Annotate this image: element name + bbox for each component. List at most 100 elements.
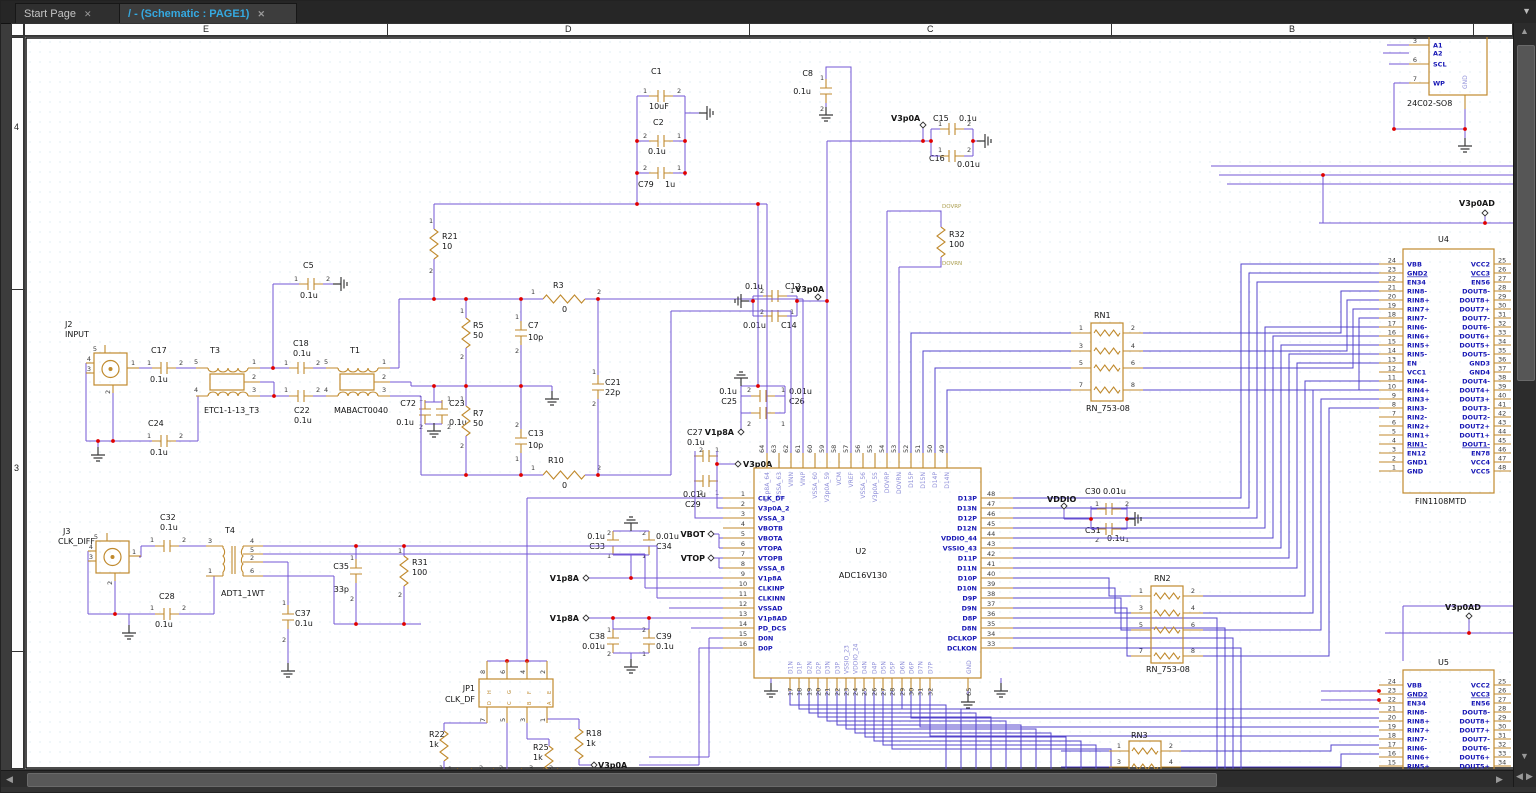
vertical-scroll-thumb[interactable]	[1517, 45, 1535, 381]
wire[interactable]	[1013, 607, 1131, 657]
wire[interactable]	[1013, 617, 1218, 769]
wire[interactable]	[1203, 380, 1379, 597]
wire[interactable]	[1141, 308, 1379, 369]
wire[interactable]	[798, 691, 962, 769]
component-body[interactable]	[209, 373, 245, 391]
wire[interactable]	[434, 203, 768, 453]
horizontal-scroll-thumb[interactable]	[27, 773, 1217, 787]
component-body[interactable]	[1402, 248, 1495, 494]
component-body[interactable]	[339, 373, 375, 391]
wire[interactable]	[901, 691, 1379, 710]
scroll-right-icon[interactable]: ▶	[1496, 774, 1503, 784]
tab-schematic-page1[interactable]: / - (Schematic : PAGE1) ✕	[119, 3, 297, 24]
net-port[interactable]	[582, 614, 590, 622]
wire[interactable]	[854, 691, 1052, 769]
net-port[interactable]	[1060, 502, 1068, 510]
wire[interactable]	[1013, 647, 1242, 769]
net-port[interactable]	[734, 460, 742, 468]
horizontal-scrollbar[interactable]: ◀ ▶	[1, 770, 1513, 788]
component-body[interactable]	[1150, 585, 1184, 664]
component-body[interactable]	[1402, 669, 1495, 769]
wire[interactable]	[1211, 165, 1513, 224]
wire[interactable]	[1141, 317, 1379, 391]
scroll-right-icon[interactable]: ▶	[1526, 771, 1533, 781]
wire[interactable]	[1141, 290, 1379, 334]
wire[interactable]	[263, 545, 723, 599]
wire[interactable]	[934, 367, 1071, 453]
wire[interactable]	[1203, 389, 1379, 614]
component-body[interactable]	[93, 352, 128, 386]
wire[interactable]	[636, 96, 699, 204]
wire[interactable]	[1013, 587, 1131, 614]
wire[interactable]	[639, 647, 723, 766]
wire[interactable]	[694, 451, 735, 519]
wire[interactable]	[1383, 44, 1466, 144]
wire[interactable]	[526, 497, 723, 661]
component-body[interactable]	[753, 467, 982, 679]
close-icon[interactable]: ✕	[83, 8, 92, 19]
wire[interactable]	[649, 637, 723, 758]
wire[interactable]	[1013, 344, 1379, 549]
net-port[interactable]	[590, 761, 598, 769]
wire[interactable]	[929, 691, 1379, 737]
wire[interactable]	[946, 389, 1071, 453]
component-body[interactable]	[478, 678, 554, 708]
wire[interactable]	[1321, 605, 1513, 701]
wire[interactable]	[1181, 753, 1379, 768]
wire[interactable]	[886, 210, 942, 453]
wire[interactable]	[263, 553, 723, 589]
wire[interactable]	[910, 691, 1379, 719]
wire[interactable]	[589, 617, 723, 665]
wire[interactable]	[836, 691, 1022, 769]
wire[interactable]	[1013, 577, 1131, 597]
wire[interactable]	[1013, 597, 1131, 631]
tab-start-page[interactable]: Start Page ✕	[15, 3, 133, 24]
wire[interactable]	[1013, 362, 1379, 569]
wire[interactable]	[714, 533, 723, 569]
close-icon[interactable]: ✕	[257, 8, 265, 19]
wire[interactable]	[637, 95, 685, 174]
wire[interactable]	[443, 718, 591, 769]
vertical-scrollbar[interactable]: ▲ ▼ ◀ ▶	[1513, 23, 1536, 792]
wire[interactable]	[87, 545, 215, 631]
wire[interactable]	[740, 204, 786, 429]
wire[interactable]	[1013, 627, 1226, 769]
wire[interactable]	[1013, 281, 1379, 519]
wire[interactable]	[1013, 263, 1379, 499]
wire[interactable]	[263, 561, 289, 669]
wire[interactable]	[1013, 637, 1234, 769]
wire[interactable]	[1181, 744, 1379, 752]
wire[interactable]	[465, 299, 599, 475]
net-port[interactable]	[737, 428, 745, 436]
component-body[interactable]	[95, 540, 130, 574]
wire[interactable]	[882, 691, 1097, 769]
component-body[interactable]	[1128, 740, 1162, 769]
net-port[interactable]	[814, 293, 822, 301]
wire[interactable]	[1203, 398, 1379, 631]
wire[interactable]	[272, 283, 333, 368]
net-port[interactable]	[1481, 209, 1489, 217]
net-port[interactable]	[1465, 612, 1473, 620]
wire[interactable]	[421, 310, 792, 476]
wire[interactable]	[789, 691, 947, 769]
wire[interactable]	[411, 385, 553, 397]
wire[interactable]	[1141, 299, 1379, 352]
tab-list-dropdown-icon[interactable]: ▼	[1522, 6, 1531, 16]
wire[interactable]	[825, 66, 852, 453]
wire[interactable]	[826, 691, 1007, 769]
wire[interactable]	[891, 691, 1112, 769]
wire[interactable]	[864, 691, 1067, 769]
wire[interactable]	[1203, 407, 1379, 657]
scroll-up-icon[interactable]: ▲	[1520, 26, 1529, 36]
wire[interactable]	[1013, 353, 1379, 559]
wire[interactable]	[873, 691, 1082, 769]
wire[interactable]	[263, 546, 421, 625]
net-port[interactable]	[707, 530, 715, 538]
wire[interactable]	[817, 691, 992, 769]
net-port[interactable]	[582, 574, 590, 582]
wire[interactable]	[399, 298, 804, 453]
wire[interactable]	[826, 128, 977, 453]
scroll-down-icon[interactable]: ▼	[1520, 751, 1529, 761]
